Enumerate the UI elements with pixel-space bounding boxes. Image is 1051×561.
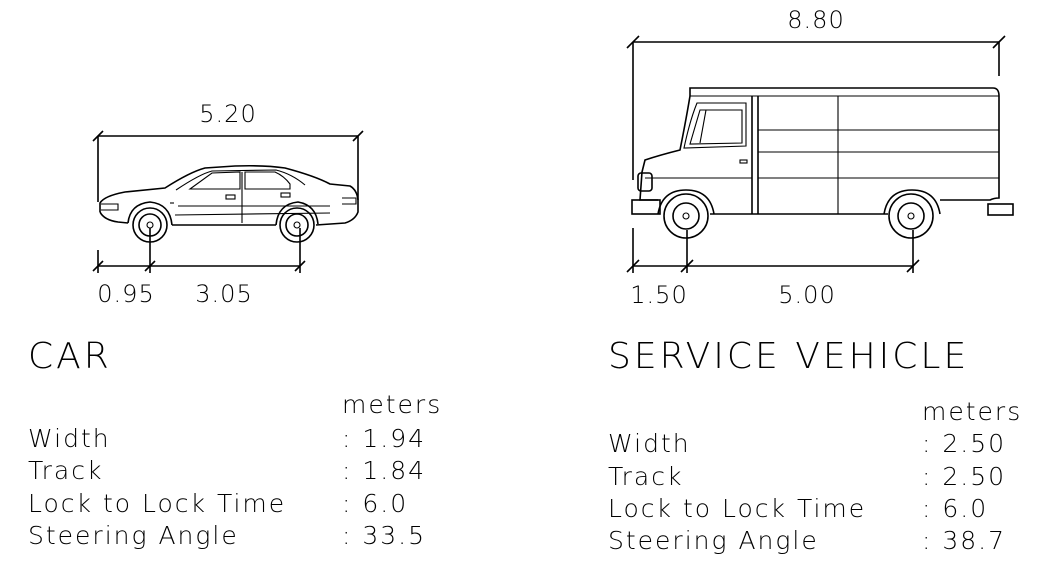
car-title: CAR [28,336,112,377]
service-vehicle-wheelbase-label: 5.00 [778,281,835,309]
service-vehicle-spec-table: meters Width : 2.50 Track : 2.50 Lock to… [608,397,1022,555]
car-wheelbase-dimension: 0.95 3.05 [92,228,306,308]
service-vehicle-front-overhang-label: 1.50 [630,281,687,309]
car-spec-table: meters Width : 1.94 Track : 1.84 Lock to… [28,390,442,550]
car-unit-label: meters [342,390,442,419]
car-spec-label: Width [28,424,111,453]
service-vehicle-spec-label: Lock to Lock Time [608,494,866,523]
car-body-icon [99,164,359,226]
service-vehicle-group: 8.80 [608,6,1022,555]
service-vehicle-spec-label: Width [608,429,691,458]
service-vehicle-overall-length-dimension: 8.80 [626,6,1006,180]
car-overall-length-dimension: 5.20 [92,100,364,202]
service-vehicle-front-wheel-icon [663,193,709,239]
car-spec-label: Lock to Lock Time [28,489,286,518]
car-spec-label: Steering Angle [28,521,239,550]
service-vehicle-overall-length-label: 8.80 [787,6,844,34]
car-wheelbase-label: 3.05 [195,280,252,308]
service-vehicle-wheelbase-dimension: 1.50 5.00 [626,228,920,309]
service-vehicle-spec-value: : 38.7 [922,526,1006,555]
service-vehicle-body-icon [631,87,1014,216]
car-spec-value: : 6.0 [342,489,408,518]
service-vehicle-rear-wheel-icon [888,193,934,239]
car-spec-value: : 33.5 [342,521,426,550]
car-spec-label: Track [28,456,103,485]
car-overall-length-label: 5.20 [199,100,256,128]
service-vehicle-spec-label: Steering Angle [608,526,819,555]
service-vehicle-spec-label: Track [608,462,683,491]
service-vehicle-spec-value: : 6.0 [922,494,988,523]
car-spec-value: : 1.94 [342,424,426,453]
car-spec-value: : 1.84 [342,456,426,485]
service-vehicle-spec-value: : 2.50 [922,462,1006,491]
service-vehicle-spec-value: : 2.50 [922,429,1006,458]
car-group: 5.20 [28,100,442,550]
service-vehicle-title: SERVICE VEHICLE [608,336,969,377]
car-front-overhang-label: 0.95 [97,280,154,308]
service-vehicle-unit-label: meters [922,397,1022,426]
car-rear-wheel-icon [279,207,315,243]
